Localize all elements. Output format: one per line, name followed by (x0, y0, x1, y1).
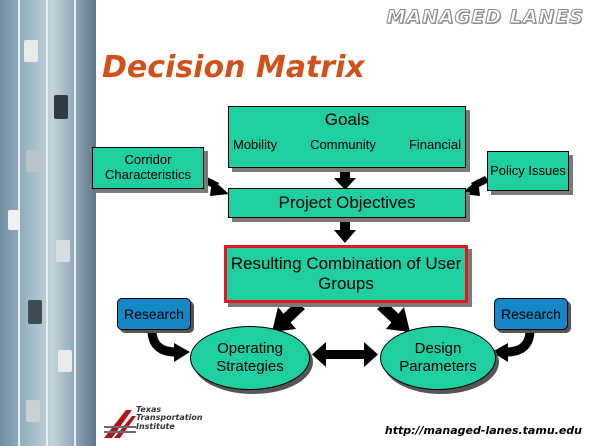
lane-line (74, 0, 76, 446)
arrow-objectives-to-combination (334, 218, 356, 243)
car-image (28, 300, 42, 324)
managed-lanes-header: MANAGED LANES (386, 6, 584, 29)
goal-community: Community (310, 136, 376, 152)
car-image (54, 95, 68, 119)
design-parameters-ellipse: Design Parameters (380, 326, 496, 390)
car-image (24, 40, 38, 62)
corridor-characteristics-box: Corridor Characteristics (92, 147, 204, 189)
arrow-corridor-to-objectives (201, 176, 229, 196)
double-arrow-operating-design (312, 342, 378, 367)
slide-title: Decision Matrix (102, 50, 365, 85)
design-label: Design Parameters (399, 340, 477, 375)
goal-financial: Financial (408, 136, 461, 152)
car-image (56, 240, 70, 262)
car-image (58, 350, 72, 372)
research-left-label: Research (124, 306, 184, 322)
goals-title: Goals (324, 110, 370, 129)
arrow-goals-to-objectives (334, 166, 356, 190)
policy-label: Policy Issues (490, 162, 566, 178)
combination-label: Resulting Combination of User Groups (230, 254, 462, 293)
highway-photo-strip (0, 0, 96, 446)
goal-mobility: Mobility (233, 136, 278, 152)
logo-line-3: Institute (136, 421, 175, 431)
resulting-combination-box: Resulting Combination of User Groups (224, 245, 468, 303)
lane-line (46, 0, 48, 446)
website-url[interactable]: http://managed-lanes.tamu.edu (384, 424, 582, 437)
tti-logo-mark (104, 410, 136, 438)
arrow-combination-to-operating (272, 302, 305, 332)
tti-logo: Texas Transportation Institute (102, 404, 232, 440)
logo-line-1: Texas (136, 405, 162, 414)
car-image (8, 210, 20, 230)
operating-label: Operating Strategies (216, 340, 284, 375)
goals-items: Mobility Community Financial (229, 136, 465, 153)
research-right-label: Research (501, 306, 561, 322)
project-objectives-box: Project Objectives (228, 188, 466, 218)
arrow-research-to-design (492, 329, 535, 362)
arrow-research-to-operating (147, 329, 190, 362)
logo-line-2: Transportation (136, 413, 203, 423)
objectives-label: Project Objectives (278, 193, 416, 213)
arrow-combination-to-design (377, 302, 410, 332)
car-image (26, 150, 40, 172)
research-left-box: Research (117, 298, 191, 330)
goals-box: Goals Mobility Community Financial (228, 106, 466, 168)
tti-logo-text: Texas Transportation Institute (136, 405, 203, 431)
car-image (26, 400, 40, 422)
policy-issues-box: Policy Issues (487, 151, 569, 191)
research-right-box: Research (494, 298, 568, 330)
operating-strategies-ellipse: Operating Strategies (190, 326, 310, 390)
corridor-label: Corridor Characteristics (105, 152, 191, 182)
